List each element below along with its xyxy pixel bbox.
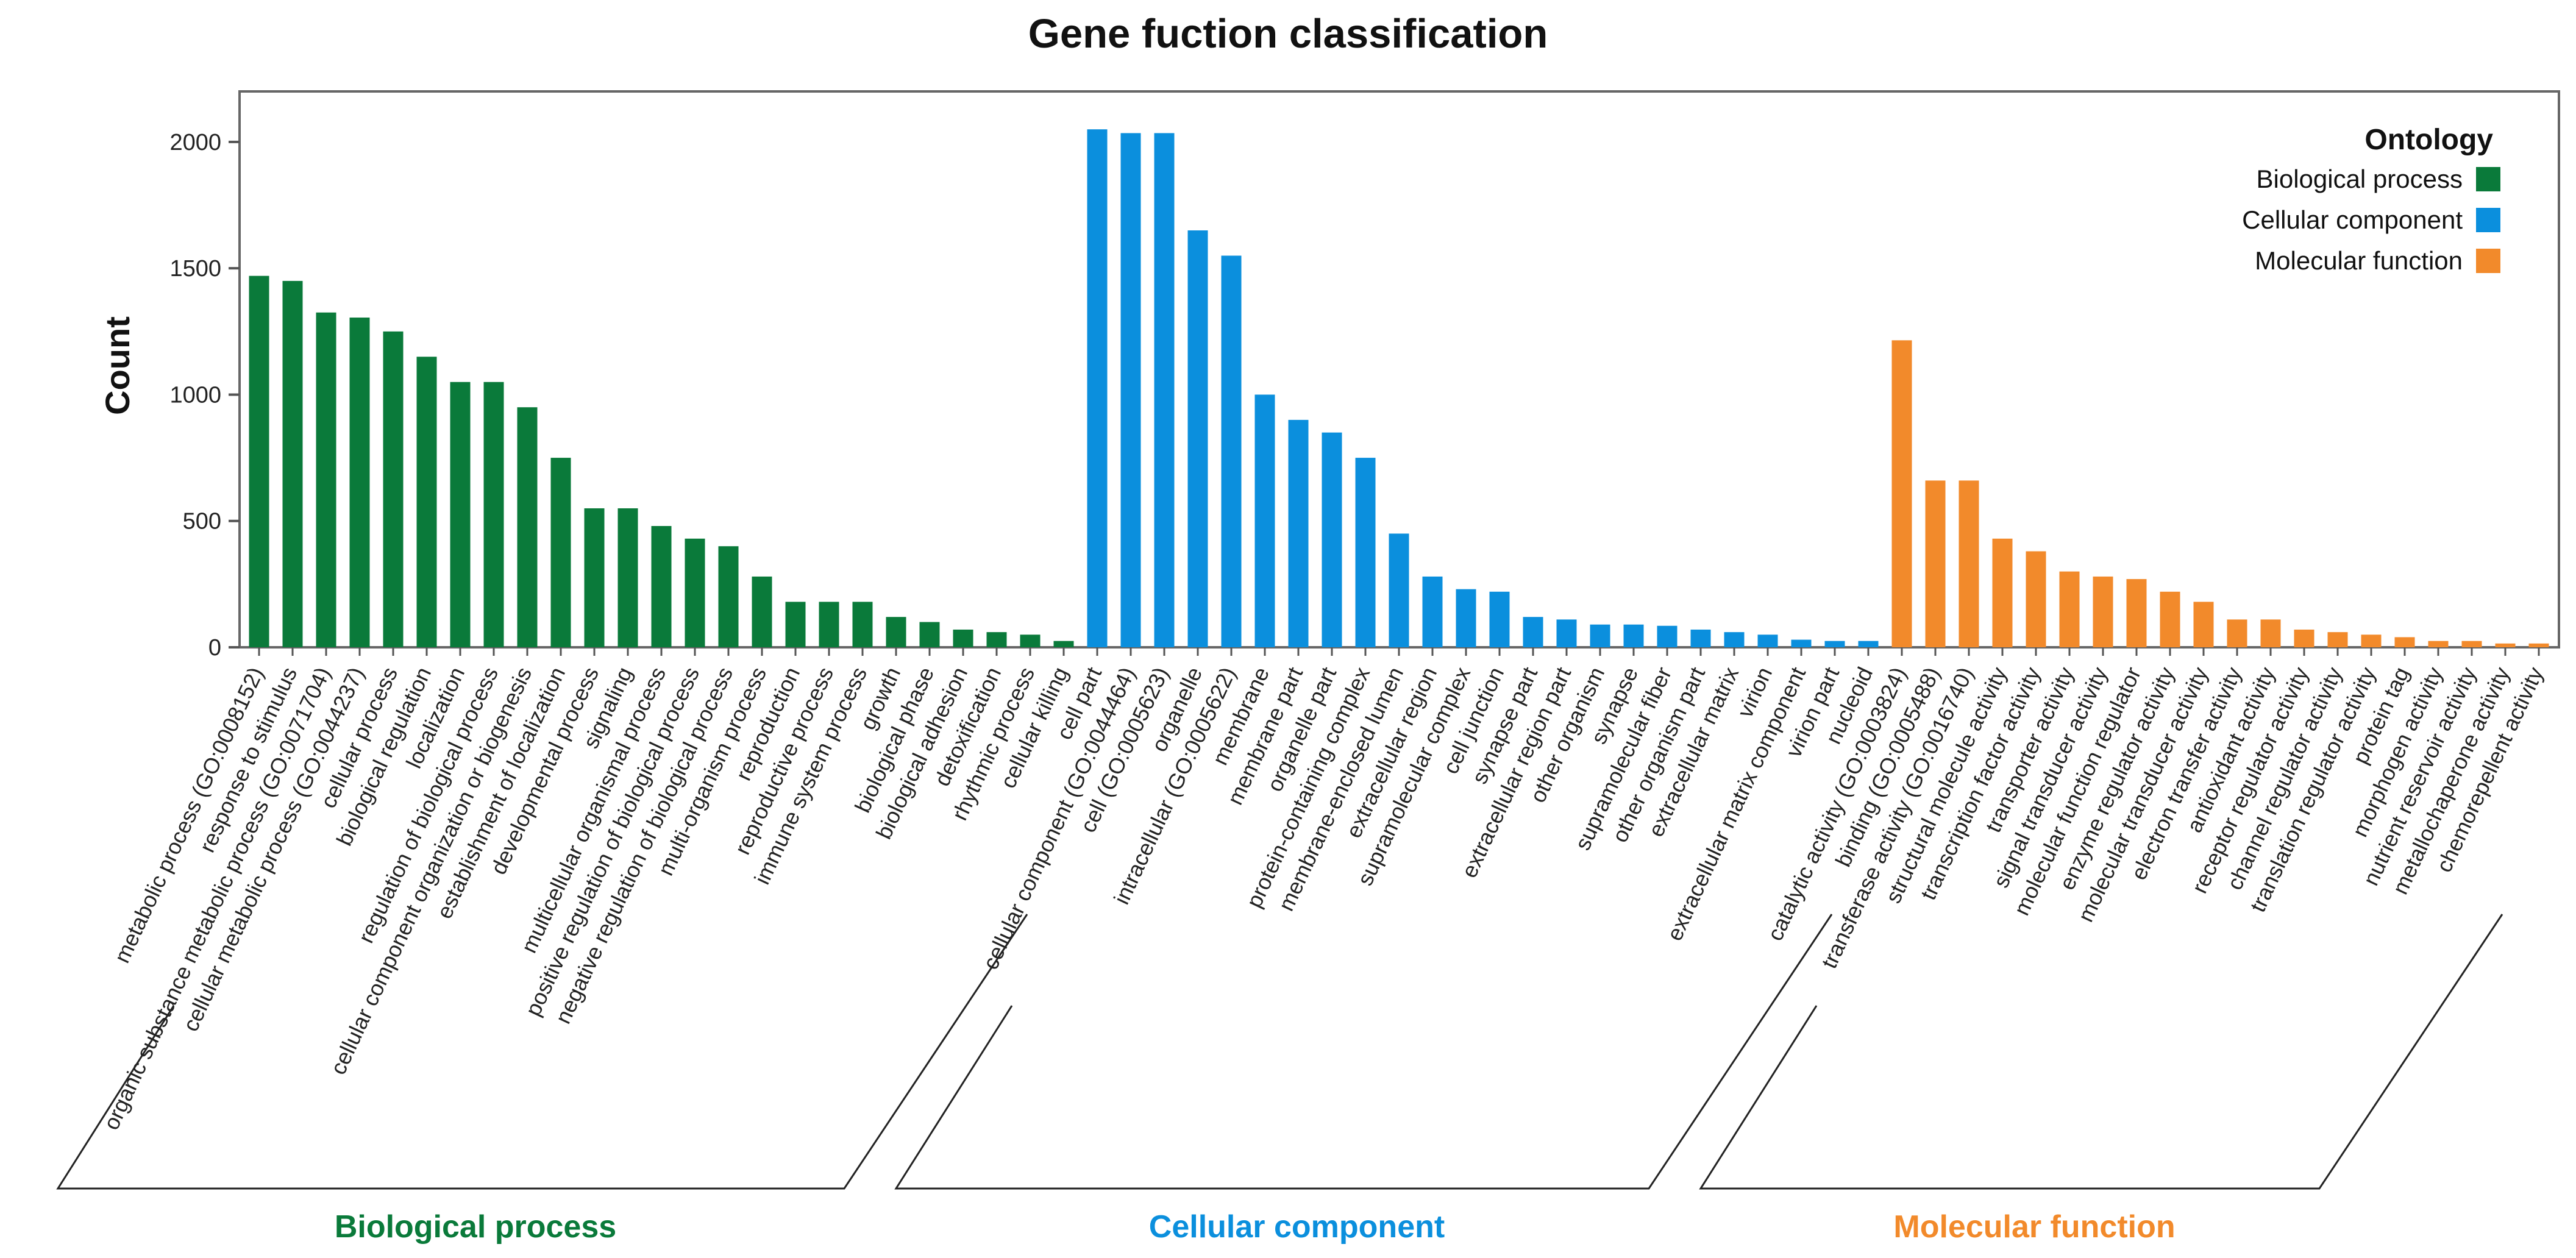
bar-nutrient-reservoir-activity (2461, 641, 2482, 647)
bar-cellular-process (383, 331, 404, 647)
bar-response-to-stimulus (282, 280, 303, 648)
bar-other-organism (1590, 624, 1610, 647)
bar-structural-molecule-activity (1992, 538, 2013, 647)
bar-molecular-transducer-activity (2193, 602, 2214, 647)
y-axis: 0 500 1000 1500 2000 (169, 130, 240, 661)
bar-developmental-process (584, 508, 605, 647)
bar-receptor-regulator-activity (2294, 629, 2314, 647)
bar-organic-substance-metabolic-process-go-0071704 (316, 312, 336, 647)
bars-group (249, 129, 2549, 648)
bar-signal-transducer-activity (2093, 576, 2113, 647)
bar-other-organism-part (1690, 629, 1711, 647)
bar-morphogen-activity (2428, 641, 2449, 647)
bar-multicellular-organismal-process (651, 526, 672, 647)
bar-cell-junction (1489, 591, 1510, 647)
group-bracket-molecular-function (1699, 914, 2503, 1190)
bar-reproduction (785, 602, 806, 647)
legend-label-cellular-component: Cellular component (2242, 205, 2463, 234)
bar-translation-regulator-activity (2361, 634, 2382, 647)
bar-extracellular-region (1422, 576, 1443, 647)
bar-detoxification (986, 632, 1007, 647)
bar-intracellular-go-0005622 (1221, 255, 1242, 647)
bar-antioxidant-activity (2260, 619, 2281, 647)
bar-cell-go-0005623 (1154, 133, 1175, 647)
bar-binding-go-0005488 (1925, 480, 1946, 647)
bar-metabolic-process-go-0008152 (249, 275, 269, 648)
bar-channel-regulator-activity (2327, 632, 2348, 647)
bar-virion-part (1824, 641, 1845, 647)
bar-enzyme-regulator-activity (2160, 591, 2180, 647)
legend-swatch-molecular-function (2476, 249, 2500, 273)
bar-extracellular-matrix-component (1791, 639, 1812, 647)
bar-virion (1757, 634, 1778, 647)
group-label-biological-process: Biological process (335, 1209, 616, 1245)
bar-protein-containing-complex (1355, 458, 1376, 647)
legend-title: Ontology (2364, 124, 2493, 156)
bar-cellular-metabolic-process-go-0044237 (349, 318, 370, 647)
bar-biological-phase (919, 622, 940, 647)
group-label-molecular-function: Molecular function (1893, 1209, 2175, 1245)
bar-synapse-part (1523, 617, 1543, 647)
bar-growth (886, 617, 906, 647)
bar-reproductive-process (819, 602, 839, 647)
bar-supramolecular-complex (1456, 589, 1476, 647)
chart-title: Gene fuction classification (1028, 11, 1548, 57)
legend-swatch-biological-process (2476, 167, 2500, 191)
bar-multi-organism-process (752, 576, 772, 647)
bar-electron-transfer-activity (2227, 619, 2247, 647)
bar-regulation-of-biological-process (483, 382, 504, 647)
bar-extracellular-region-part (1556, 619, 1577, 647)
bar-chemorepellent-activity (2528, 643, 2549, 647)
bar-membrane-part (1288, 419, 1309, 647)
bar-rhythmic-process (1020, 634, 1041, 647)
legend-label-biological-process: Biological process (2256, 165, 2463, 193)
bar-biological-adhesion (953, 629, 973, 647)
bar-cellular-component-organization-or-biogenesis (517, 407, 538, 647)
bar-protein-tag (2394, 637, 2415, 647)
bar-transcription-factor-activity (2026, 551, 2046, 647)
group-brackets: Biological process Cellular component Mole… (56, 914, 2503, 1245)
y-axis-label: Count (98, 316, 137, 415)
x-tick-labels: metabolic process (GO:0008152)response t… (98, 647, 2548, 1134)
group-bracket-biological-process (56, 914, 1028, 1190)
bar-negative-regulation-of-biological-process (718, 546, 739, 647)
bar-organelle-part (1322, 432, 1342, 647)
bar-extracellular-matrix (1724, 632, 1745, 647)
bar-immune-system-process (852, 602, 873, 647)
y-tick-label: 2000 (169, 130, 221, 155)
bar-synapse (1623, 624, 1644, 647)
legend-swatch-cellular-component (2476, 208, 2500, 232)
y-tick-label: 0 (208, 635, 221, 661)
bar-transferase-activity-go-0016740 (1959, 480, 1979, 647)
bar-establishment-of-localization (550, 458, 571, 647)
y-tick-label: 500 (183, 509, 221, 535)
bar-cellular-killing (1053, 641, 1074, 647)
bar-supramolecular-fiber (1657, 625, 1678, 647)
bar-positive-regulation-of-biological-process (685, 538, 705, 647)
legend-label-molecular-function: Molecular function (2255, 246, 2463, 275)
bar-membrane-enclosed-lumen (1389, 533, 1409, 647)
group-label-cellular-component: Cellular component (1149, 1209, 1445, 1245)
bar-signaling (617, 508, 638, 647)
bar-cellular-component-go-0044464 (1120, 133, 1141, 647)
bar-nucleoid (1858, 641, 1879, 647)
group-bracket-cellular-component (894, 914, 1833, 1190)
y-tick-label: 1500 (169, 256, 221, 282)
y-tick-label: 1000 (169, 382, 221, 408)
bar-cell-part (1087, 129, 1108, 647)
bar-localization (450, 382, 471, 647)
bar-metallochaperone-activity (2495, 643, 2516, 647)
bar-membrane (1254, 394, 1275, 647)
bar-catalytic-activity-go-0003824 (1891, 340, 1912, 647)
bar-molecular-function-regulator (2126, 579, 2147, 647)
bar-organelle (1187, 230, 1208, 647)
bar-transporter-activity (2059, 571, 2080, 647)
bar-biological-regulation (416, 357, 437, 647)
